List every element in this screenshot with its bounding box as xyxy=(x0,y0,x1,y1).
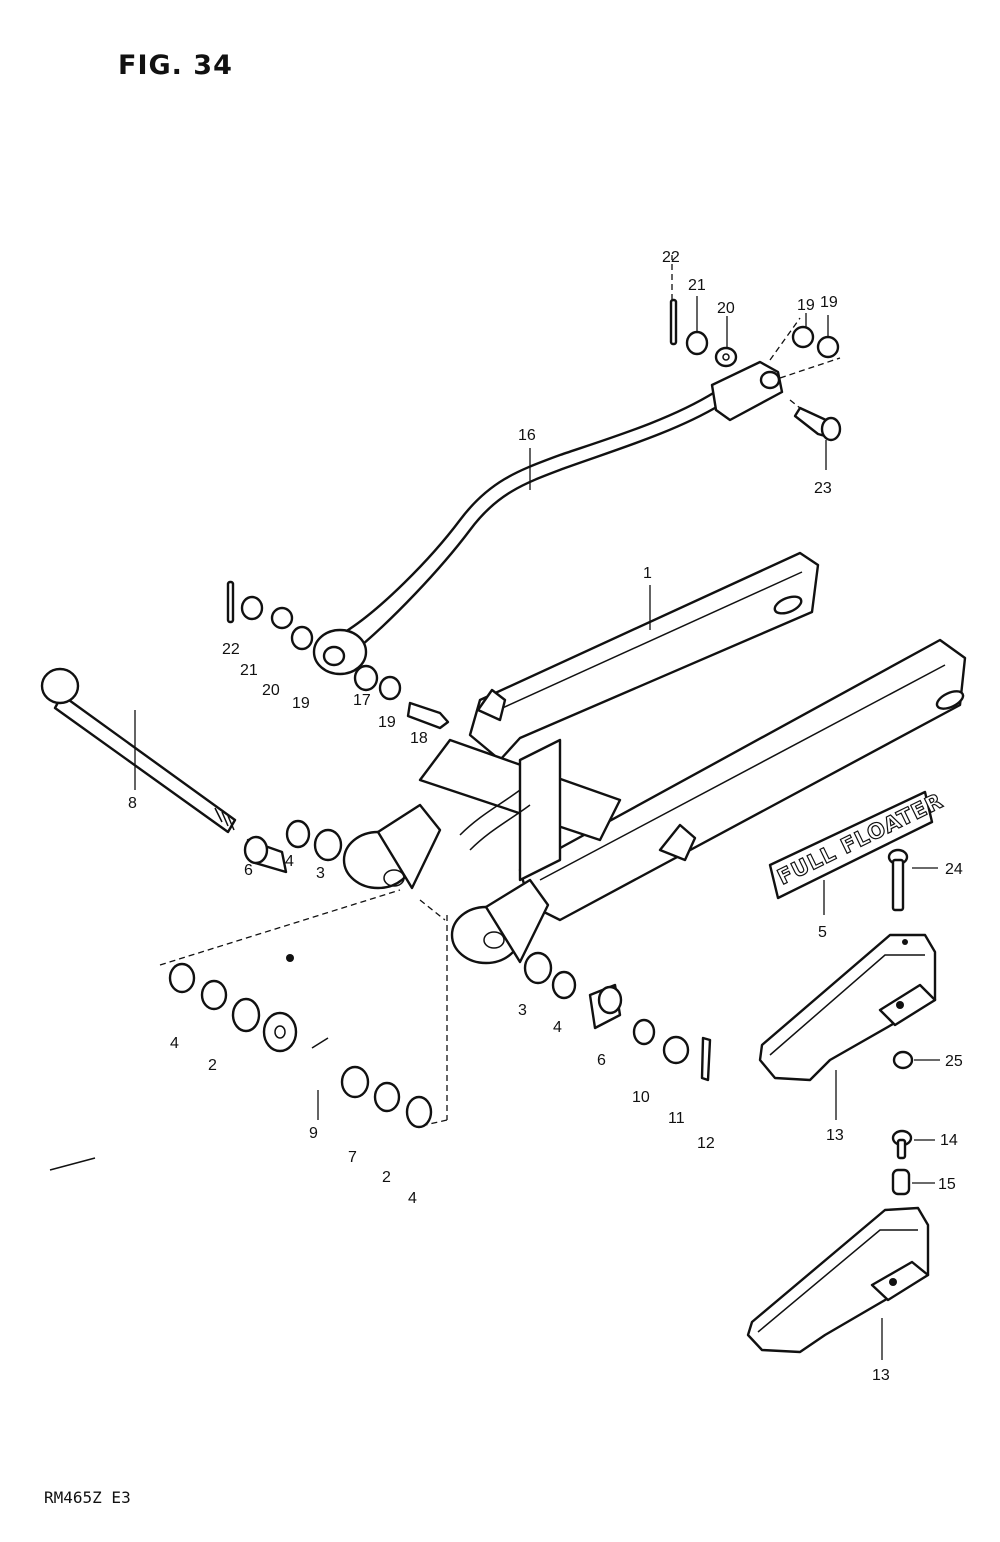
washer-2-right xyxy=(373,1081,401,1113)
model-code: RM465Z E3 xyxy=(44,1488,131,1507)
callout-15: 15 xyxy=(938,1176,956,1193)
lower-link-hardware xyxy=(226,580,450,730)
seal-4-lower-right xyxy=(405,1095,433,1129)
collar-15 xyxy=(891,1168,911,1196)
callout-19: 19 xyxy=(292,695,310,712)
callout-20: 20 xyxy=(717,300,735,317)
callout-25: 25 xyxy=(945,1053,963,1070)
nut-21-bottom xyxy=(240,595,264,621)
print-mark xyxy=(286,954,294,962)
chain-slider-upper xyxy=(758,933,937,1082)
bush-9 xyxy=(262,1011,298,1053)
callout-11: 11 xyxy=(668,1110,685,1127)
cotter-pin-22-bottom xyxy=(226,580,235,624)
print-mark xyxy=(311,1037,329,1049)
seal-4-right xyxy=(551,970,577,1000)
callout-7: 7 xyxy=(348,1149,357,1166)
bearing-7-right xyxy=(340,1065,370,1099)
torque-link-rod xyxy=(312,360,784,676)
nut-11 xyxy=(662,1035,690,1065)
bearing-7-left xyxy=(231,997,261,1033)
pivot-bolt xyxy=(40,667,237,834)
washer-10 xyxy=(632,1018,656,1046)
callout-20: 20 xyxy=(262,682,280,699)
callout-4: 4 xyxy=(285,853,294,870)
leader-lines xyxy=(134,296,940,1360)
swingarm xyxy=(342,551,967,965)
nut-21-top xyxy=(685,330,709,356)
callout-2: 2 xyxy=(208,1057,217,1074)
callout-22: 22 xyxy=(222,641,240,658)
washer-19-b xyxy=(816,335,840,359)
callout-21: 21 xyxy=(688,277,706,294)
cotter-pin-12 xyxy=(700,1036,712,1082)
chain-slider-lower xyxy=(746,1206,930,1354)
callout-16: 16 xyxy=(518,427,536,444)
washer-19-a xyxy=(791,325,815,349)
washer-19-mid xyxy=(378,675,402,701)
bearing-3-right xyxy=(523,951,553,985)
callout-13: 13 xyxy=(826,1127,844,1144)
callout-8: 8 xyxy=(128,795,137,812)
seal-4-upper xyxy=(285,819,311,849)
callout-21: 21 xyxy=(240,662,258,679)
callout-4: 4 xyxy=(170,1035,179,1052)
figure-title: FIG. 34 xyxy=(118,50,233,81)
full-floater-decal: FULL FLOATER xyxy=(768,788,948,900)
print-mark xyxy=(49,1157,96,1171)
callout-4: 4 xyxy=(553,1019,562,1036)
callout-18: 18 xyxy=(410,730,428,747)
washer-19-bottom xyxy=(290,625,314,651)
callout-14: 14 xyxy=(940,1132,958,1149)
callout-4: 4 xyxy=(408,1190,417,1207)
seal-4-lower-left xyxy=(168,962,196,994)
callout-6: 6 xyxy=(244,862,253,879)
callout-10: 10 xyxy=(632,1089,650,1106)
callout-19: 19 xyxy=(820,294,838,311)
callout-24: 24 xyxy=(945,861,963,878)
decal-text: FULL FLOATER xyxy=(774,788,947,889)
pivot-hardware xyxy=(159,819,712,1129)
washer-2-left xyxy=(200,979,228,1011)
callout-23: 23 xyxy=(814,480,832,497)
nut-25 xyxy=(892,1050,914,1070)
callout-22: 22 xyxy=(662,249,680,266)
callout-6: 6 xyxy=(597,1052,606,1069)
callout-2: 2 xyxy=(382,1169,391,1186)
callout-9: 9 xyxy=(309,1125,318,1142)
bearing-3-left xyxy=(313,828,343,862)
washer-20-bottom xyxy=(270,606,294,630)
callout-13: 13 xyxy=(872,1367,890,1384)
callout-12: 12 xyxy=(697,1135,715,1152)
callout-17: 17 xyxy=(353,692,371,709)
bush-17 xyxy=(353,664,379,692)
callout-1: 1 xyxy=(643,565,652,582)
screw-14 xyxy=(891,1129,913,1160)
washer-20-top xyxy=(714,346,738,368)
callout-19: 19 xyxy=(378,714,396,731)
callout-3: 3 xyxy=(316,865,325,882)
callout-19: 19 xyxy=(797,297,815,314)
cotter-pin-22-top xyxy=(669,298,678,346)
bolt-18 xyxy=(406,701,450,730)
callout-5: 5 xyxy=(818,924,827,941)
callout-labels: 1 2 2 3 3 4 4 4 4 5 6 6 7 8 9 10 11 12 1… xyxy=(128,249,963,1384)
callout-3: 3 xyxy=(518,1002,527,1019)
bolt-24 xyxy=(887,848,909,912)
